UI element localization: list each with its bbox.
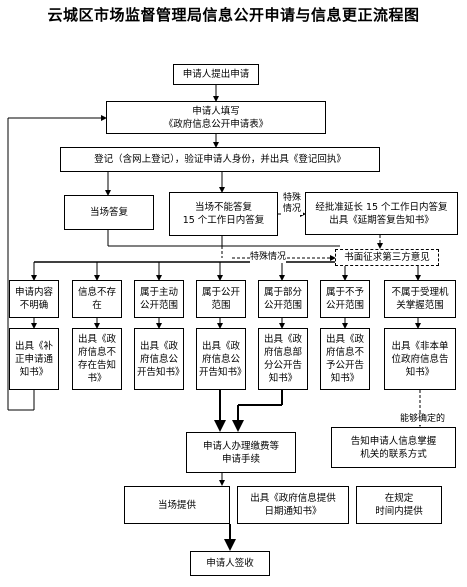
category-not-held: 不属于受理机关掌握范围: [384, 280, 456, 318]
provide-now-node: 当场提供: [124, 486, 230, 524]
inform-contact-node: 告知申请人信息掌握 机关的联系方式: [331, 427, 456, 468]
cannot-answer-label-1: 当场不能答复: [194, 202, 252, 213]
cannot-answer-label-2: 15 个工作日内答复: [182, 215, 265, 226]
sign-node: 申请人签收: [190, 551, 270, 576]
fill-form-label-1: 申请人填写: [192, 105, 240, 117]
answer-now-node: 当场答复: [64, 195, 154, 230]
category-not-exist: 信息不存在: [72, 280, 122, 318]
apply-label: 申请人提出申请: [182, 69, 250, 80]
category-not-public: 属于不予公开范围: [320, 280, 370, 318]
category-not-held-label: 不属于受理机关掌握范围: [391, 287, 449, 311]
doc-partial-public-notice: 出具《政府信息部分公开告知书》: [258, 328, 308, 390]
doc-public-notice-active-label: 出具《政府信息公开告知书》: [137, 340, 185, 378]
doc-partial-public-notice-label: 出具《政府信息部分公开告知书》: [263, 334, 302, 384]
provide-in-time-label-2: 时间内提供: [375, 506, 423, 517]
category-active-public-label: 属于主动公开范围: [139, 287, 178, 311]
provide-date-node: 出具《政府信息提供 日期通知书》: [237, 486, 349, 524]
provide-in-time-label-1: 在规定: [384, 493, 414, 504]
doc-not-public-notice: 出具《政府信息不予公开告知书》: [320, 328, 370, 390]
doc-non-unit-notice-label: 出具《非本单位政府信息告知书》: [391, 340, 449, 378]
fee-label-2: 申请手续: [221, 453, 260, 465]
answer-now-label: 当场答复: [89, 207, 128, 218]
page-title: 云城区市场监督管理局信息公开申请与信息更正流程图: [47, 6, 420, 24]
doc-not-exist-notice-label: 出具《政府信息不存在告知书》: [77, 334, 116, 384]
special-label-2: 情况: [282, 204, 301, 214]
fill-form-label-2: 《政府信息公开申请表》: [163, 118, 269, 130]
category-not-exist-label: 信息不存在: [77, 287, 116, 311]
can-determine-label: 能够确定的: [400, 414, 446, 425]
extend-label-2: 出具《延期答复告知书》: [329, 214, 434, 226]
provide-date-label-2: 日期通知书》: [264, 506, 322, 517]
apply-node: 申请人提出申请: [173, 64, 259, 85]
extend-node: 经批准延长 15 个工作日内答复 出具《延期答复告知书》: [305, 192, 458, 235]
fee-node: 申请人办理缴费等 申请手续: [186, 432, 296, 473]
fee-label-1: 申请人办理缴费等: [202, 440, 279, 452]
category-public-label: 属于公开范围: [201, 287, 240, 311]
doc-not-public-notice-label: 出具《政府信息不予公开告知书》: [325, 334, 364, 384]
doc-public-notice: 出具《政府信息公开告知书》: [196, 328, 247, 390]
register-label: 登记（含网上登记），验证申请人身份，并出具《登记回执》: [94, 154, 346, 165]
extend-label-1: 经批准延长 15 个工作日内答复: [315, 201, 448, 213]
doc-public-notice-active: 出具《政府信息公开告知书》: [134, 328, 185, 390]
fill-form-node: 申请人填写 《政府信息公开申请表》: [106, 101, 326, 134]
provide-in-time-node: 在规定 时间内提供: [356, 486, 442, 524]
category-unclear-label: 申请内容不明确: [14, 287, 53, 311]
category-not-public-label: 属于不予公开范围: [325, 287, 364, 311]
special-case-side-label: 特殊 情况: [281, 193, 303, 215]
special-case-label: 特殊情况: [250, 252, 287, 263]
cannot-answer-node: 当场不能答复 15 个工作日内答复: [169, 192, 278, 236]
category-active-public: 属于主动公开范围: [134, 280, 184, 318]
inform-contact-label-2: 机关的联系方式: [360, 448, 427, 460]
provide-now-label: 当场提供: [157, 499, 196, 511]
special-label-1: 特殊: [282, 193, 301, 203]
sign-label: 申请人签收: [206, 558, 254, 569]
doc-supplement-notice: 出具《补正申请通知书》: [9, 328, 59, 390]
category-public: 属于公开范围: [196, 280, 246, 318]
doc-not-exist-notice: 出具《政府信息不存在告知书》: [72, 328, 122, 390]
category-unclear: 申请内容不明确: [9, 280, 59, 318]
doc-public-notice-label: 出具《政府信息公开告知书》: [199, 340, 247, 378]
third-party-label: 书面征求第三方意见: [344, 252, 430, 263]
register-node: 登记（含网上登记），验证申请人身份，并出具《登记回执》: [60, 147, 380, 172]
doc-supplement-notice-label: 出具《补正申请通知书》: [14, 340, 53, 378]
category-partial-public: 属于部分公开范围: [258, 280, 308, 318]
inform-contact-label-1: 告知申请人信息掌握: [350, 435, 437, 447]
provide-date-label-1: 出具《政府信息提供: [250, 493, 336, 504]
third-party-node: 书面征求第三方意见: [335, 249, 439, 266]
doc-non-unit-notice: 出具《非本单位政府信息告知书》: [384, 328, 456, 390]
category-partial-public-label: 属于部分公开范围: [263, 287, 302, 311]
